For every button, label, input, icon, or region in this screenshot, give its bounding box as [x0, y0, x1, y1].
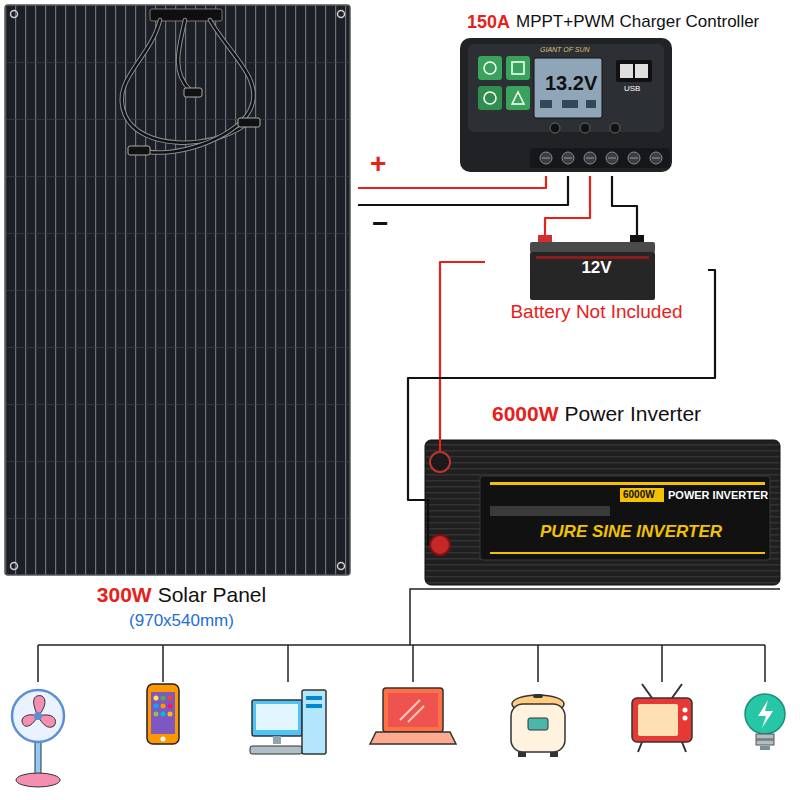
port-label: USB [624, 84, 640, 93]
node-text: Power Inverter [565, 402, 702, 426]
node-text: MPPT+PWM Charger Controller [516, 12, 759, 33]
solar-panel: 300WSolar Panel (970x540mm) [5, 5, 358, 637]
controller-art [460, 38, 672, 172]
node-text: 150A [467, 12, 510, 33]
tv-icon [632, 684, 692, 752]
wire [545, 176, 590, 228]
node-text: Solar Panel [158, 583, 267, 607]
text-row: (970x540mm) [5, 611, 358, 631]
wire [408, 270, 715, 500]
battery-art [530, 228, 655, 300]
phone-icon [147, 684, 179, 744]
node-text: 12V [581, 258, 611, 278]
wire [358, 176, 568, 205]
device-label: PURE SINE INVERTER [540, 522, 722, 542]
polarity-label: + [370, 150, 386, 178]
brand-label: GIANT OF SUN [540, 46, 590, 54]
solar-panel-art [5, 5, 350, 575]
text-row: Battery Not Included [485, 301, 708, 323]
node-text: 300W [97, 583, 152, 607]
fan-icon [12, 690, 64, 787]
polarity-label: − [372, 210, 388, 238]
lcd-reading: 13.2V [545, 72, 597, 95]
text-row: 300WSolar Panel [5, 583, 358, 607]
rice-cooker-icon [511, 694, 565, 757]
node-text: 6000W [492, 402, 559, 426]
device-label: POWER INVERTER [668, 489, 768, 502]
text-row: 6000WPower Inverter [492, 402, 701, 426]
text-row: 150A MPPT+PWM Charger Controller [467, 12, 759, 33]
wire [612, 176, 637, 228]
rating-label: 6000W [623, 489, 655, 501]
inverter-art [420, 400, 780, 585]
laptop-icon [370, 688, 456, 744]
text-row: 12V [485, 258, 708, 278]
bulb-icon [745, 694, 785, 750]
battery: 12V Battery Not Included [485, 228, 708, 328]
node-text: (970x540mm) [129, 611, 234, 631]
wire [440, 262, 485, 400]
computer-icon [250, 690, 326, 754]
node-text: Battery Not Included [510, 301, 682, 323]
